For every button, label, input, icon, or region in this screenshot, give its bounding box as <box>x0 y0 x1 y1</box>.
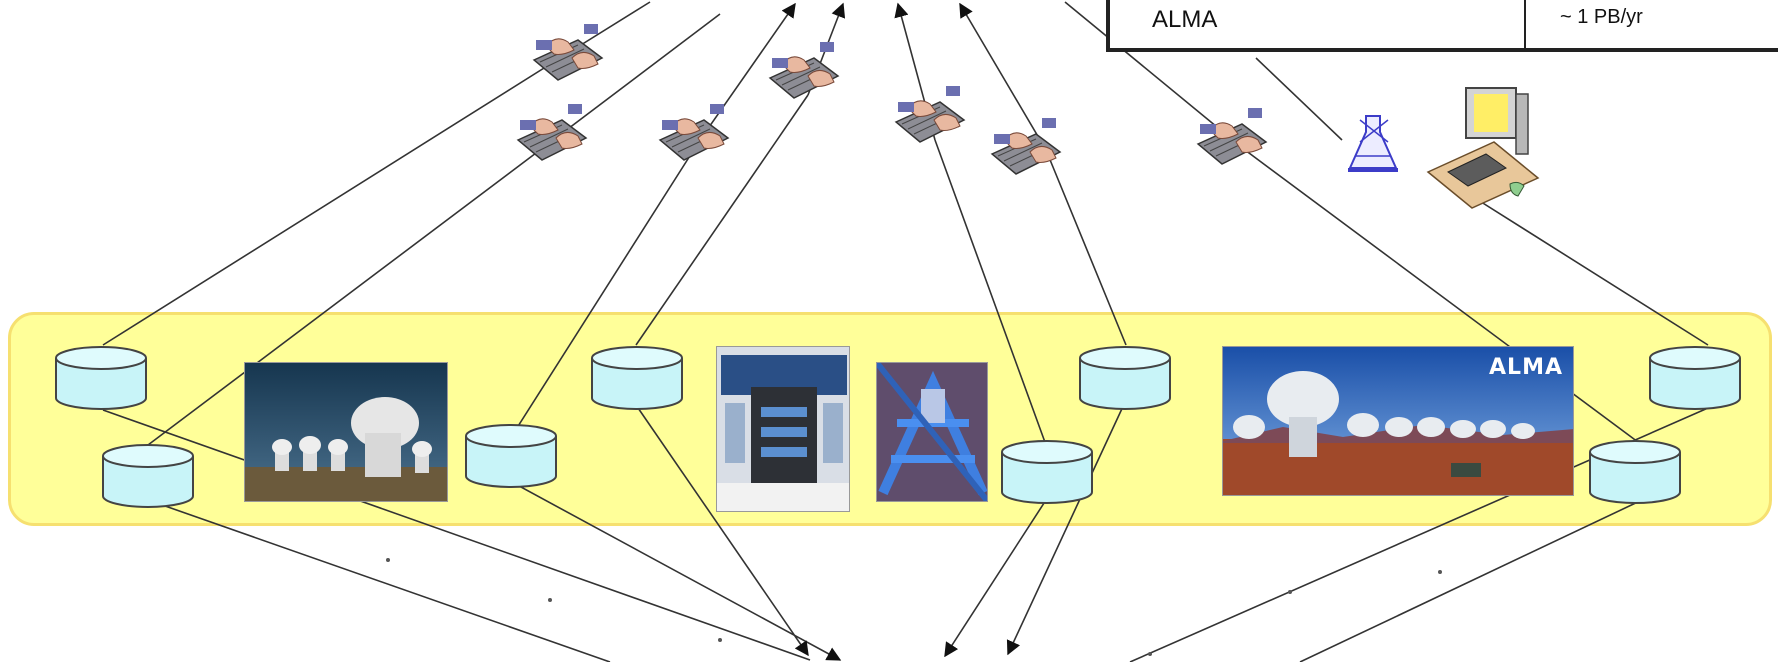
data-rate-value: ~ 1 PB/yr <box>1560 6 1643 28</box>
table-cell-observatory: ALMA <box>1110 0 1526 48</box>
telescope-structure-photo <box>876 362 988 502</box>
desktop-computer-icon <box>1426 87 1540 209</box>
antenna-photo-dusk <box>244 362 448 502</box>
database-cylinder-icon <box>465 424 557 488</box>
alma-array-photo: ALMA <box>1222 346 1574 496</box>
database-cylinder-icon <box>55 346 147 410</box>
instrument-photo <box>716 346 850 512</box>
keyboard-with-hands-icon <box>516 104 588 161</box>
database-cylinder-icon <box>591 346 683 410</box>
keyboard-with-hands-icon <box>532 24 604 81</box>
database-cylinder-icon <box>1589 440 1681 504</box>
keyboard-with-hands-icon <box>768 42 840 99</box>
keyboard-with-hands-icon <box>990 118 1062 175</box>
database-cylinder-icon <box>1001 440 1093 504</box>
alma-array-caption: ALMA <box>1489 355 1563 380</box>
keyboard-with-hands-icon <box>894 86 966 143</box>
database-cylinder-icon <box>1649 346 1741 410</box>
data-rate-table: ALMA ~ 1 PB/yr <box>1106 0 1778 52</box>
keyboard-with-hands-icon <box>1196 108 1268 165</box>
keyboard-with-hands-icon <box>658 104 730 161</box>
observatory-name: ALMA <box>1152 6 1218 33</box>
lab-flask-icon <box>1348 115 1398 172</box>
database-cylinder-icon <box>102 444 194 508</box>
database-cylinder-icon <box>1079 346 1171 410</box>
